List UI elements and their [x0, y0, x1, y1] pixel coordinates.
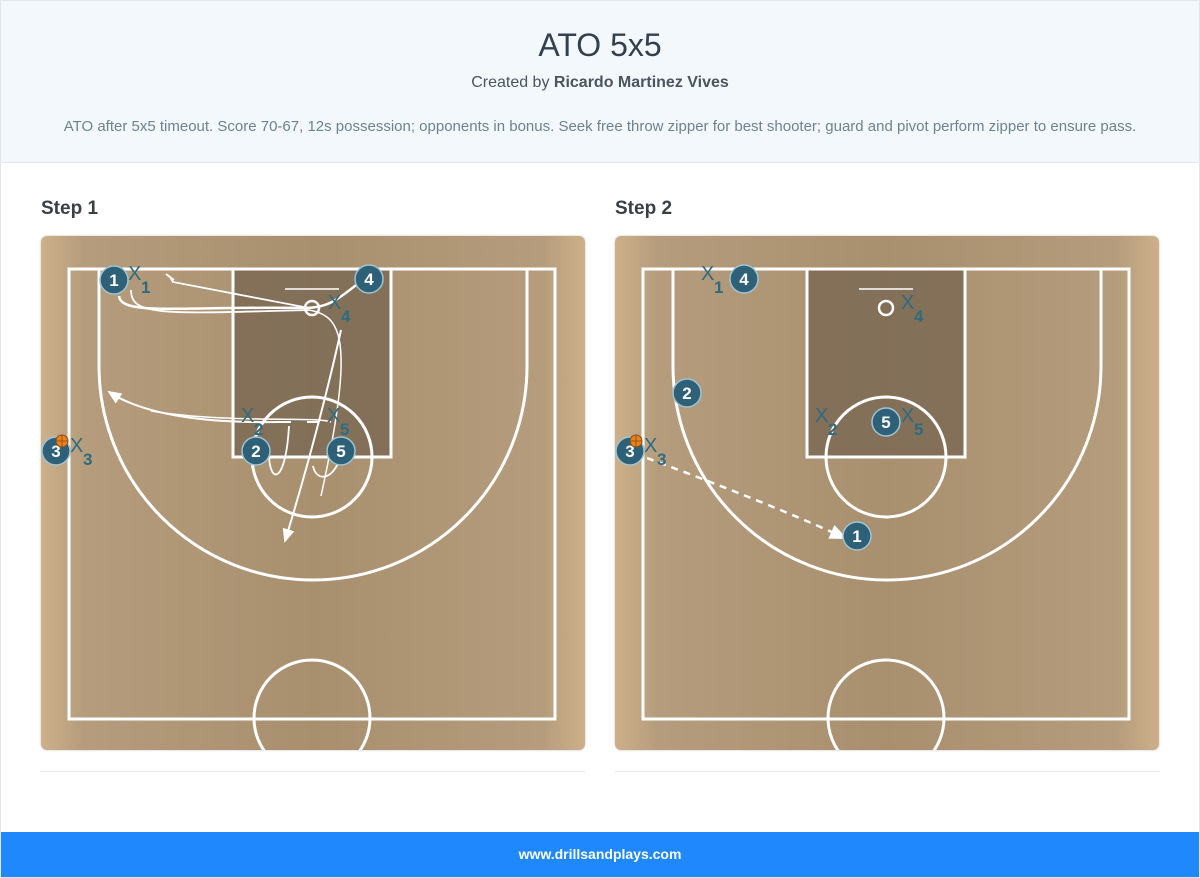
author-name: Ricardo Martinez Vives — [553, 74, 729, 91]
defender-x3: X — [644, 435, 657, 457]
player-2: 2 — [672, 378, 702, 408]
basketball-icon — [55, 434, 69, 448]
player-2-number: 2 — [682, 384, 691, 403]
player-5-number: 5 — [881, 413, 890, 432]
defender-x3-sub: 3 — [83, 450, 92, 469]
basketball-icon — [629, 434, 643, 448]
player-5: 5 — [326, 436, 356, 466]
defender-x2: X — [241, 405, 254, 427]
defender-x1-sub: 1 — [714, 278, 723, 297]
pass-line — [646, 456, 848, 540]
defender-x5-sub: 5 — [914, 420, 923, 439]
player-4: 4 — [354, 264, 384, 294]
author-line: Created by Ricardo Martinez Vives — [1, 74, 1199, 92]
player-5: 5 — [871, 407, 901, 437]
defenders: X 1 X 2 X 3 X 4 X 5 — [644, 263, 924, 469]
player-1-number: 1 — [852, 527, 861, 546]
player-2-number: 2 — [251, 442, 260, 461]
player-1: 1 — [99, 265, 129, 295]
defender-x5: X — [901, 405, 914, 427]
court-step-1: X 1 X 2 X 3 X 4 X 5 1 2 3 4 5 — [41, 236, 585, 750]
player-4-number: 4 — [739, 270, 749, 289]
defender-x4: X — [328, 292, 341, 314]
player-5-number: 5 — [336, 442, 345, 461]
defender-x1: X — [128, 263, 141, 285]
step-2-title: Step 2 — [615, 198, 673, 219]
defender-x3: X — [70, 435, 83, 457]
defender-x4-sub: 4 — [341, 307, 351, 326]
court-lines — [641, 267, 1131, 750]
player-1-number: 1 — [109, 271, 118, 290]
step-1-divider — [41, 771, 585, 772]
player-4: 4 — [729, 264, 759, 294]
defender-x2-sub: 2 — [828, 420, 837, 439]
movement-lines — [107, 273, 360, 543]
step-1-title: Step 1 — [41, 198, 99, 219]
court-step-2: X 1 X 2 X 3 X 4 X 5 1 2 3 4 5 — [615, 236, 1159, 750]
footer-link[interactable]: www.drillsandplays.com — [1, 832, 1199, 877]
defender-x4: X — [901, 292, 914, 314]
defender-x4-sub: 4 — [914, 307, 924, 326]
defender-x5: X — [327, 405, 340, 427]
player-4-number: 4 — [364, 270, 374, 289]
defender-x2-sub: 2 — [254, 420, 263, 439]
defender-x2: X — [815, 405, 828, 427]
play-description: ATO after 5x5 timeout. Score 70-67, 12s … — [63, 118, 1137, 135]
player-3-number: 3 — [51, 442, 60, 461]
defender-x1-sub: 1 — [141, 278, 150, 297]
player-3-number: 3 — [625, 442, 634, 461]
player-2: 2 — [241, 436, 271, 466]
defender-x3-sub: 3 — [657, 450, 666, 469]
step-2-divider — [615, 771, 1159, 772]
defender-x5-sub: 5 — [340, 420, 349, 439]
header: ATO 5x5 Created by Ricardo Martinez Vive… — [1, 1, 1199, 163]
page-title: ATO 5x5 — [538, 27, 662, 63]
defender-x1: X — [701, 263, 714, 285]
defenders: X 1 X 2 X 3 X 4 X 5 — [70, 263, 351, 469]
player-1: 1 — [842, 521, 872, 551]
created-by-label: Created by — [471, 74, 550, 91]
